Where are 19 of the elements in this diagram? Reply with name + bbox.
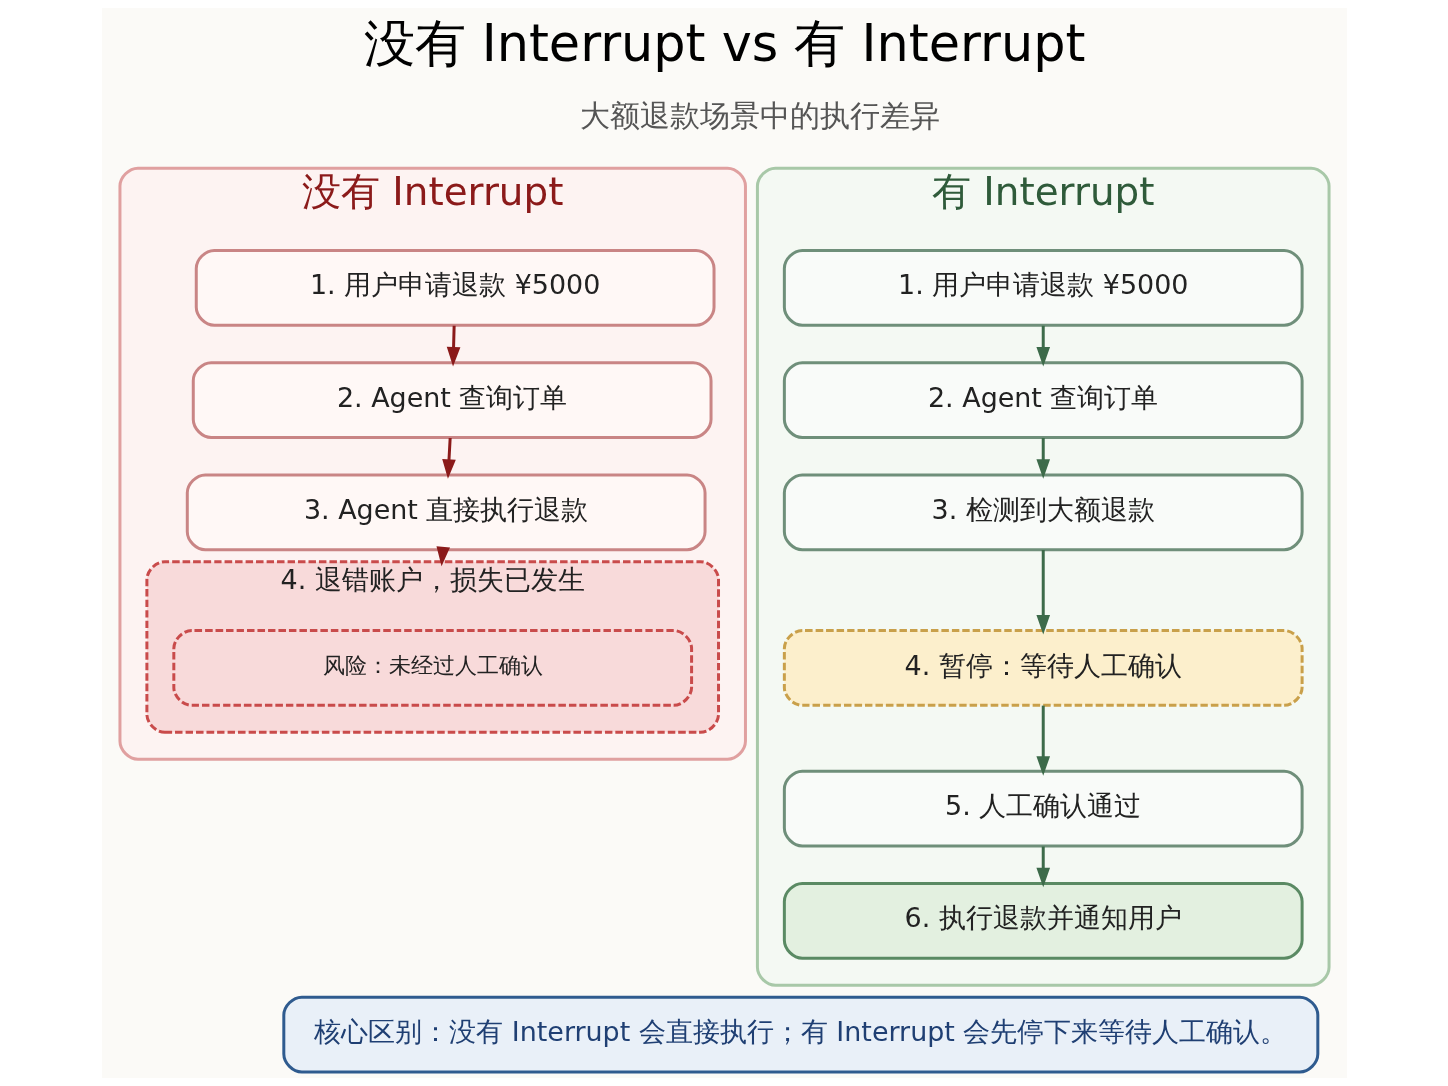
node-box: 6. 执行退款并通知用户: [782, 881, 1304, 960]
arrow: [1035, 325, 1050, 367]
node-box: 5. 人工确认通过: [782, 769, 1304, 848]
arrow: [441, 437, 456, 479]
node-box: 核心区别：没有 Interrupt 会直接执行；有 Interrupt 会先停下来等待人工确认。: [281, 995, 1319, 1074]
label: 大额退款场景中的执行差异: [579, 98, 940, 134]
node-box: 2. Agent 查询订单: [782, 361, 1304, 439]
node-box: 风险：未经过人工确认: [171, 629, 693, 707]
arrow: [1035, 705, 1050, 776]
arrow: [1035, 550, 1050, 635]
node-box: 4. 暂停：等待人工确认: [782, 629, 1304, 707]
node-box: 3. 检测到大额退款: [782, 473, 1304, 552]
arrow: [1035, 437, 1050, 479]
arrow: [446, 325, 460, 367]
node-box: 1. 用户申请退款 ¥5000: [782, 248, 1304, 327]
node-box: 2. Agent 查询订单: [191, 361, 713, 439]
diagram-title: 没有 Interrupt vs 有 Interrupt: [363, 13, 1085, 73]
arrow: [1035, 846, 1050, 888]
node-box: 1. 用户申请退款 ¥5000: [194, 248, 716, 327]
